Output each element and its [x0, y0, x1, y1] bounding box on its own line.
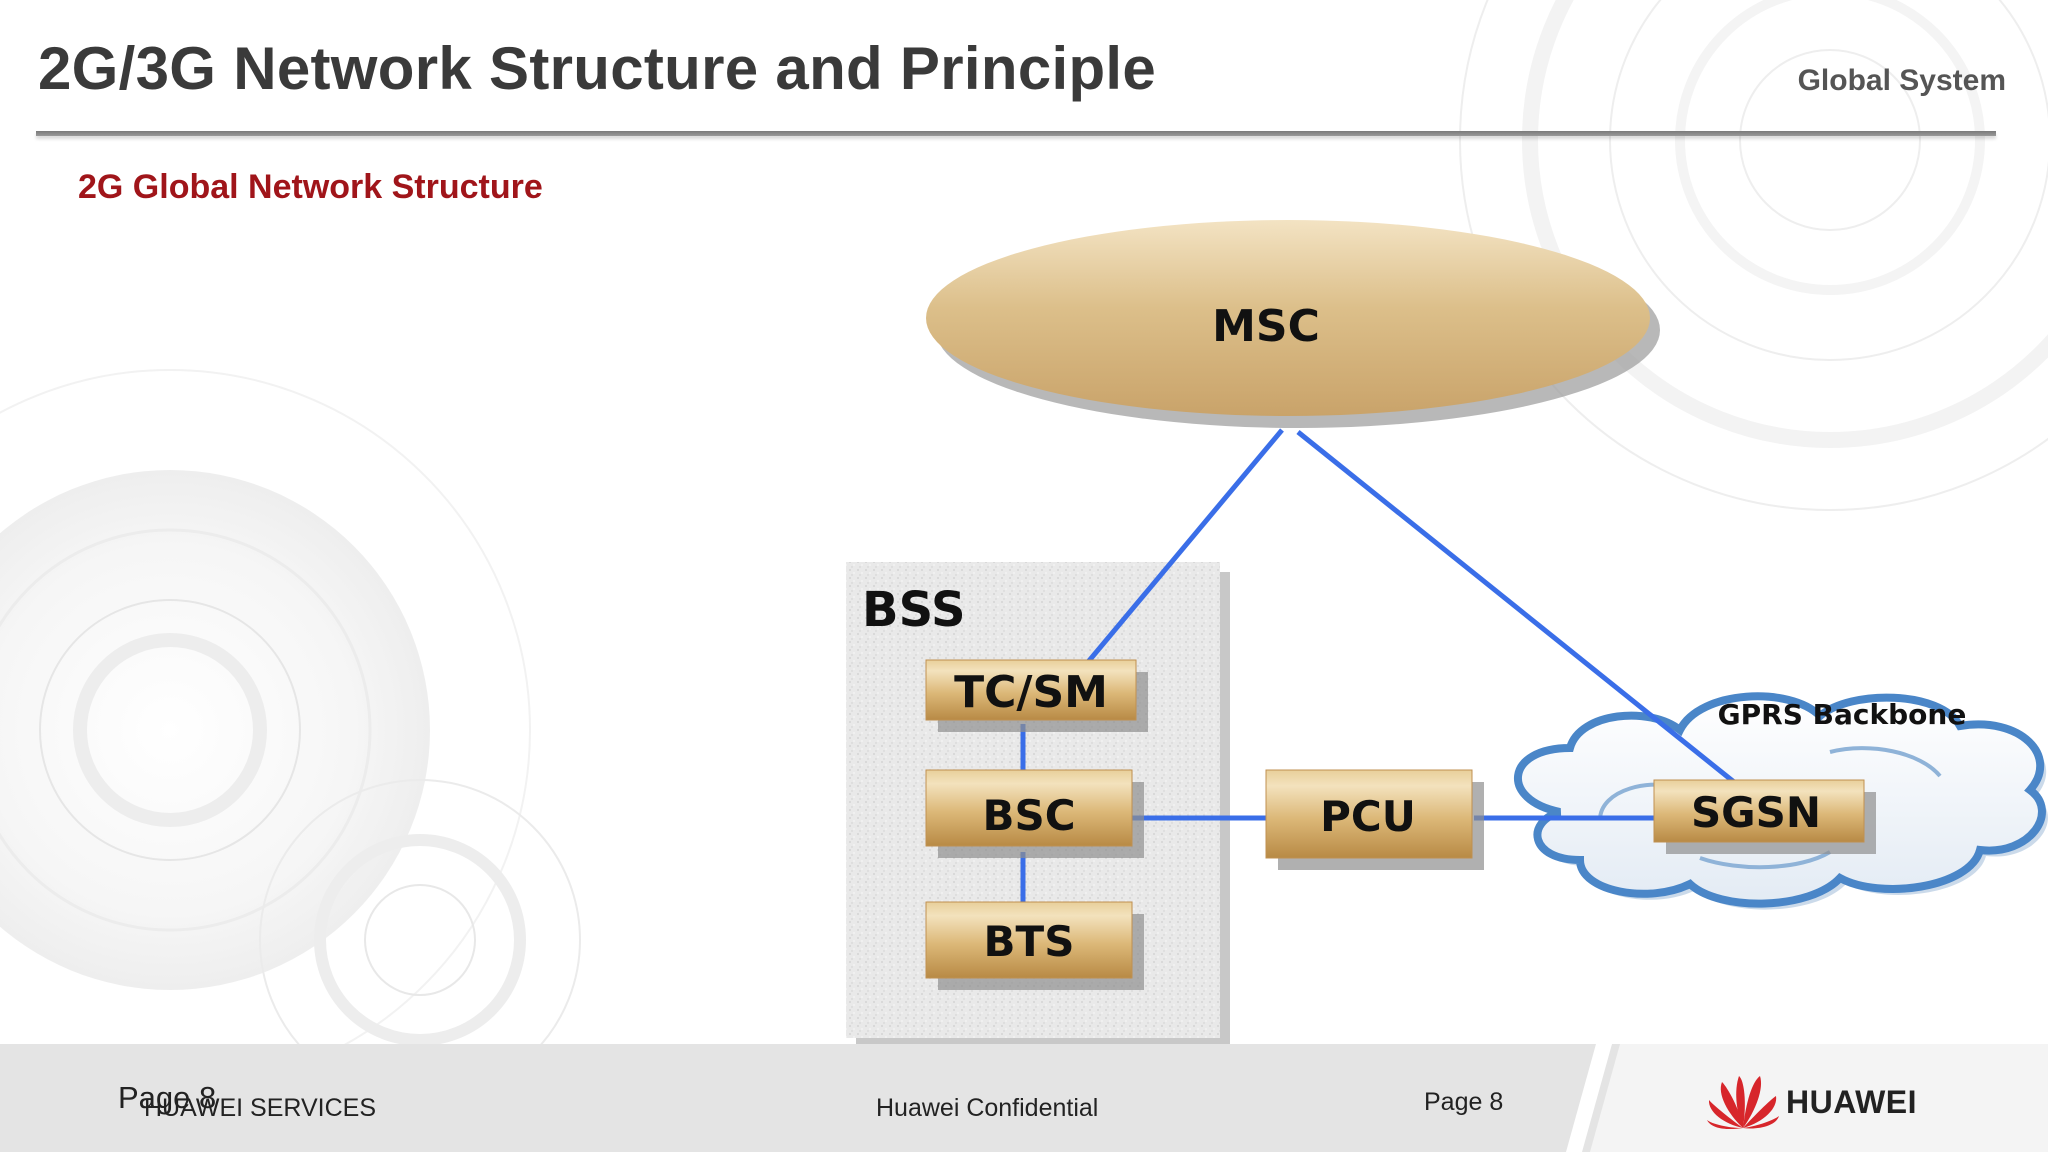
- sgsn-node: [1653, 779, 1876, 854]
- msc-label: MSC: [1212, 301, 1320, 352]
- bsc-label: BSC: [982, 791, 1075, 840]
- pcu-label: PCU: [1320, 792, 1416, 841]
- footer-band: [0, 1044, 2048, 1152]
- footer-page-overlay: Page 8: [118, 1080, 217, 1115]
- footer-page-number: Page 8: [1424, 1088, 1504, 1116]
- footer-company: HUAWEI SERVICES: [144, 1094, 376, 1122]
- bsc-node: [925, 769, 1144, 858]
- gprs-backbone-label: GPRS Backbone: [1718, 698, 1967, 731]
- huawei-petal-icon: [1707, 1076, 1779, 1130]
- slide-subtitle: 2G Global Network Structure: [78, 168, 543, 206]
- link-msc-tcsm: [1086, 428, 1284, 664]
- pcu-node: [1265, 769, 1484, 870]
- header-section-label: Global System: [1797, 64, 2006, 97]
- tcsm-label: TC/SM: [954, 667, 1108, 718]
- page-title: 2G/3G Network Structure and Principle: [38, 35, 1157, 102]
- bts-node: [925, 901, 1144, 990]
- header-divider: [36, 131, 1996, 136]
- link-msc-sgsn: [1296, 430, 1736, 784]
- link-lines: [1020, 428, 1736, 904]
- huawei-logo-text: HUAWEI: [1786, 1084, 1917, 1120]
- msc-node: [926, 220, 1660, 428]
- footer-confidential: Huawei Confidential: [876, 1094, 1099, 1122]
- footer: HUAWEI SERVICES Page 8 Huawei Confidenti…: [0, 1044, 2048, 1152]
- bts-label: BTS: [984, 917, 1075, 966]
- bss-label: BSS: [862, 582, 966, 638]
- sgsn-label: SGSN: [1691, 788, 1821, 837]
- tcsm-node: [925, 659, 1148, 732]
